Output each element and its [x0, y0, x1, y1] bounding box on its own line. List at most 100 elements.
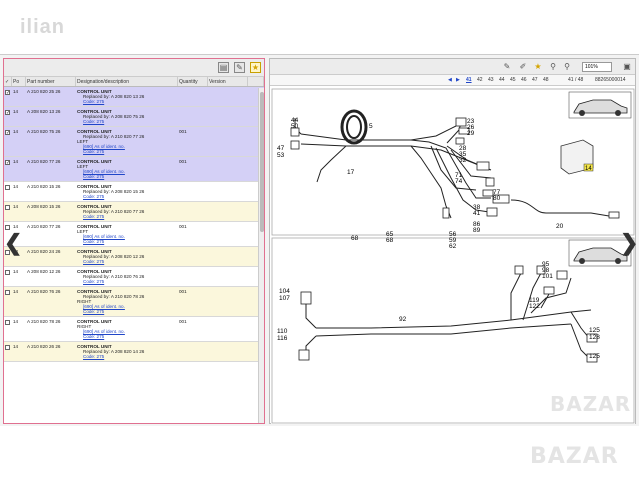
- svg-text:38: 38: [473, 204, 481, 211]
- row-code-link[interactable]: Code: 275: [83, 119, 105, 124]
- next-page-icon[interactable]: ▶: [456, 77, 460, 83]
- row-code-link[interactable]: Code: 275: [83, 99, 105, 104]
- row-checkbox-cell[interactable]: [4, 182, 12, 201]
- row-position: 14: [13, 109, 19, 114]
- svg-text:74: 74: [455, 178, 463, 185]
- fit-page-icon[interactable]: ▣: [623, 62, 631, 71]
- page-link-47[interactable]: 47: [532, 77, 538, 83]
- row-checkbox-cell[interactable]: [4, 342, 12, 361]
- annotate-icon[interactable]: ✐: [519, 62, 527, 71]
- carousel-next-icon[interactable]: ❯: [620, 230, 639, 255]
- column-header-designation[interactable]: Designation/description: [76, 77, 178, 86]
- carousel-prev-icon[interactable]: ❮: [4, 230, 23, 255]
- scrollbar-thumb[interactable]: [260, 92, 264, 232]
- row-checkbox[interactable]: [5, 225, 10, 230]
- row-code-link[interactable]: Code: 275: [83, 354, 105, 359]
- row-checkbox-cell[interactable]: [4, 87, 12, 106]
- row-position: 14: [13, 184, 19, 189]
- column-header-pos[interactable]: Po: [12, 77, 26, 86]
- page-link-42[interactable]: 42: [477, 77, 483, 83]
- row-checkbox[interactable]: [5, 250, 10, 255]
- row-version: [208, 317, 248, 341]
- row-checkbox[interactable]: [5, 90, 10, 95]
- print-icon[interactable]: ▤: [218, 62, 229, 73]
- row-code-link[interactable]: Code: 275: [83, 309, 105, 314]
- svg-text:56: 56: [449, 231, 457, 238]
- parts-table-scrollbar[interactable]: [258, 88, 264, 423]
- row-checkbox[interactable]: [5, 160, 10, 165]
- row-checkbox-cell[interactable]: [4, 247, 12, 266]
- row-code-link[interactable]: Code: 275: [83, 214, 105, 219]
- row-code-link[interactable]: Code: 275: [83, 174, 105, 179]
- zoom-in-icon[interactable]: ⚲: [550, 62, 556, 71]
- row-code-link[interactable]: Code: 275: [83, 334, 105, 339]
- row-code-link[interactable]: Code: 275: [83, 279, 105, 284]
- svg-text:20: 20: [556, 223, 564, 230]
- row-checkbox[interactable]: [5, 110, 10, 115]
- prev-page-icon[interactable]: ◀: [448, 77, 452, 83]
- row-checkbox[interactable]: [5, 270, 10, 275]
- row-checkbox-cell[interactable]: [4, 127, 12, 156]
- row-checkbox-cell[interactable]: [4, 317, 12, 341]
- row-code-link[interactable]: [690] As of ident. no.: [83, 144, 125, 149]
- row-checkbox[interactable]: [5, 185, 10, 190]
- cable-coil-part-5: [340, 109, 368, 145]
- row-checkbox[interactable]: [5, 290, 10, 295]
- svg-text:53: 53: [277, 152, 285, 159]
- row-code-link[interactable]: [690] As of ident. no.: [83, 169, 125, 174]
- edit-icon[interactable]: ✎: [503, 62, 511, 71]
- zoom-out-icon[interactable]: ⚲: [564, 62, 570, 71]
- row-checkbox[interactable]: [5, 130, 10, 135]
- page-link-43[interactable]: 43: [488, 77, 494, 83]
- page-link-48[interactable]: 48: [543, 77, 549, 83]
- row-checkbox[interactable]: [5, 205, 10, 210]
- column-header-quantity[interactable]: Quantity: [178, 77, 208, 86]
- zoom-select[interactable]: 101%: [582, 62, 612, 72]
- column-header-version[interactable]: Version: [208, 77, 248, 86]
- row-code-link[interactable]: Code: 275: [83, 194, 105, 199]
- row-checkbox-cell[interactable]: [4, 202, 12, 221]
- row-code-link[interactable]: Code: 275: [83, 149, 105, 154]
- row-checkbox-cell[interactable]: [4, 222, 12, 246]
- svg-text:47: 47: [277, 145, 285, 152]
- edit-icon[interactable]: ✎: [234, 62, 245, 73]
- page-link-44[interactable]: 44: [499, 77, 505, 83]
- row-title: CONTROL UNIT: [77, 129, 112, 134]
- row-checkbox-cell[interactable]: [4, 157, 12, 181]
- star-icon[interactable]: ★: [250, 62, 261, 73]
- page-link-46[interactable]: 46: [521, 77, 527, 83]
- row-checkbox-cell[interactable]: [4, 267, 12, 286]
- column-header-extra[interactable]: [248, 77, 264, 86]
- svg-text:41: 41: [473, 210, 481, 217]
- row-code-link[interactable]: Code: 275: [83, 259, 105, 264]
- row-code-link[interactable]: Code: 275: [83, 239, 105, 244]
- column-header-part-number[interactable]: Part number: [26, 77, 76, 86]
- page-link-45[interactable]: 45: [510, 77, 516, 83]
- row-checkbox[interactable]: [5, 345, 10, 350]
- row-checkbox[interactable]: [5, 320, 10, 325]
- column-header-check[interactable]: ✓: [4, 77, 12, 86]
- wiring-diagram[interactable]: 14: [271, 88, 635, 424]
- row-checkbox-cell[interactable]: [4, 107, 12, 126]
- star-icon[interactable]: ★: [534, 62, 542, 71]
- row-checkbox-cell[interactable]: [4, 287, 12, 316]
- svg-text:50: 50: [291, 123, 299, 130]
- row-code-link[interactable]: [690] As of ident. no.: [83, 304, 125, 309]
- page-link-41[interactable]: 41: [466, 77, 472, 83]
- row-code-link[interactable]: [690] As of ident. no.: [83, 234, 125, 239]
- row-code-link[interactable]: [690] As of ident. no.: [83, 329, 125, 334]
